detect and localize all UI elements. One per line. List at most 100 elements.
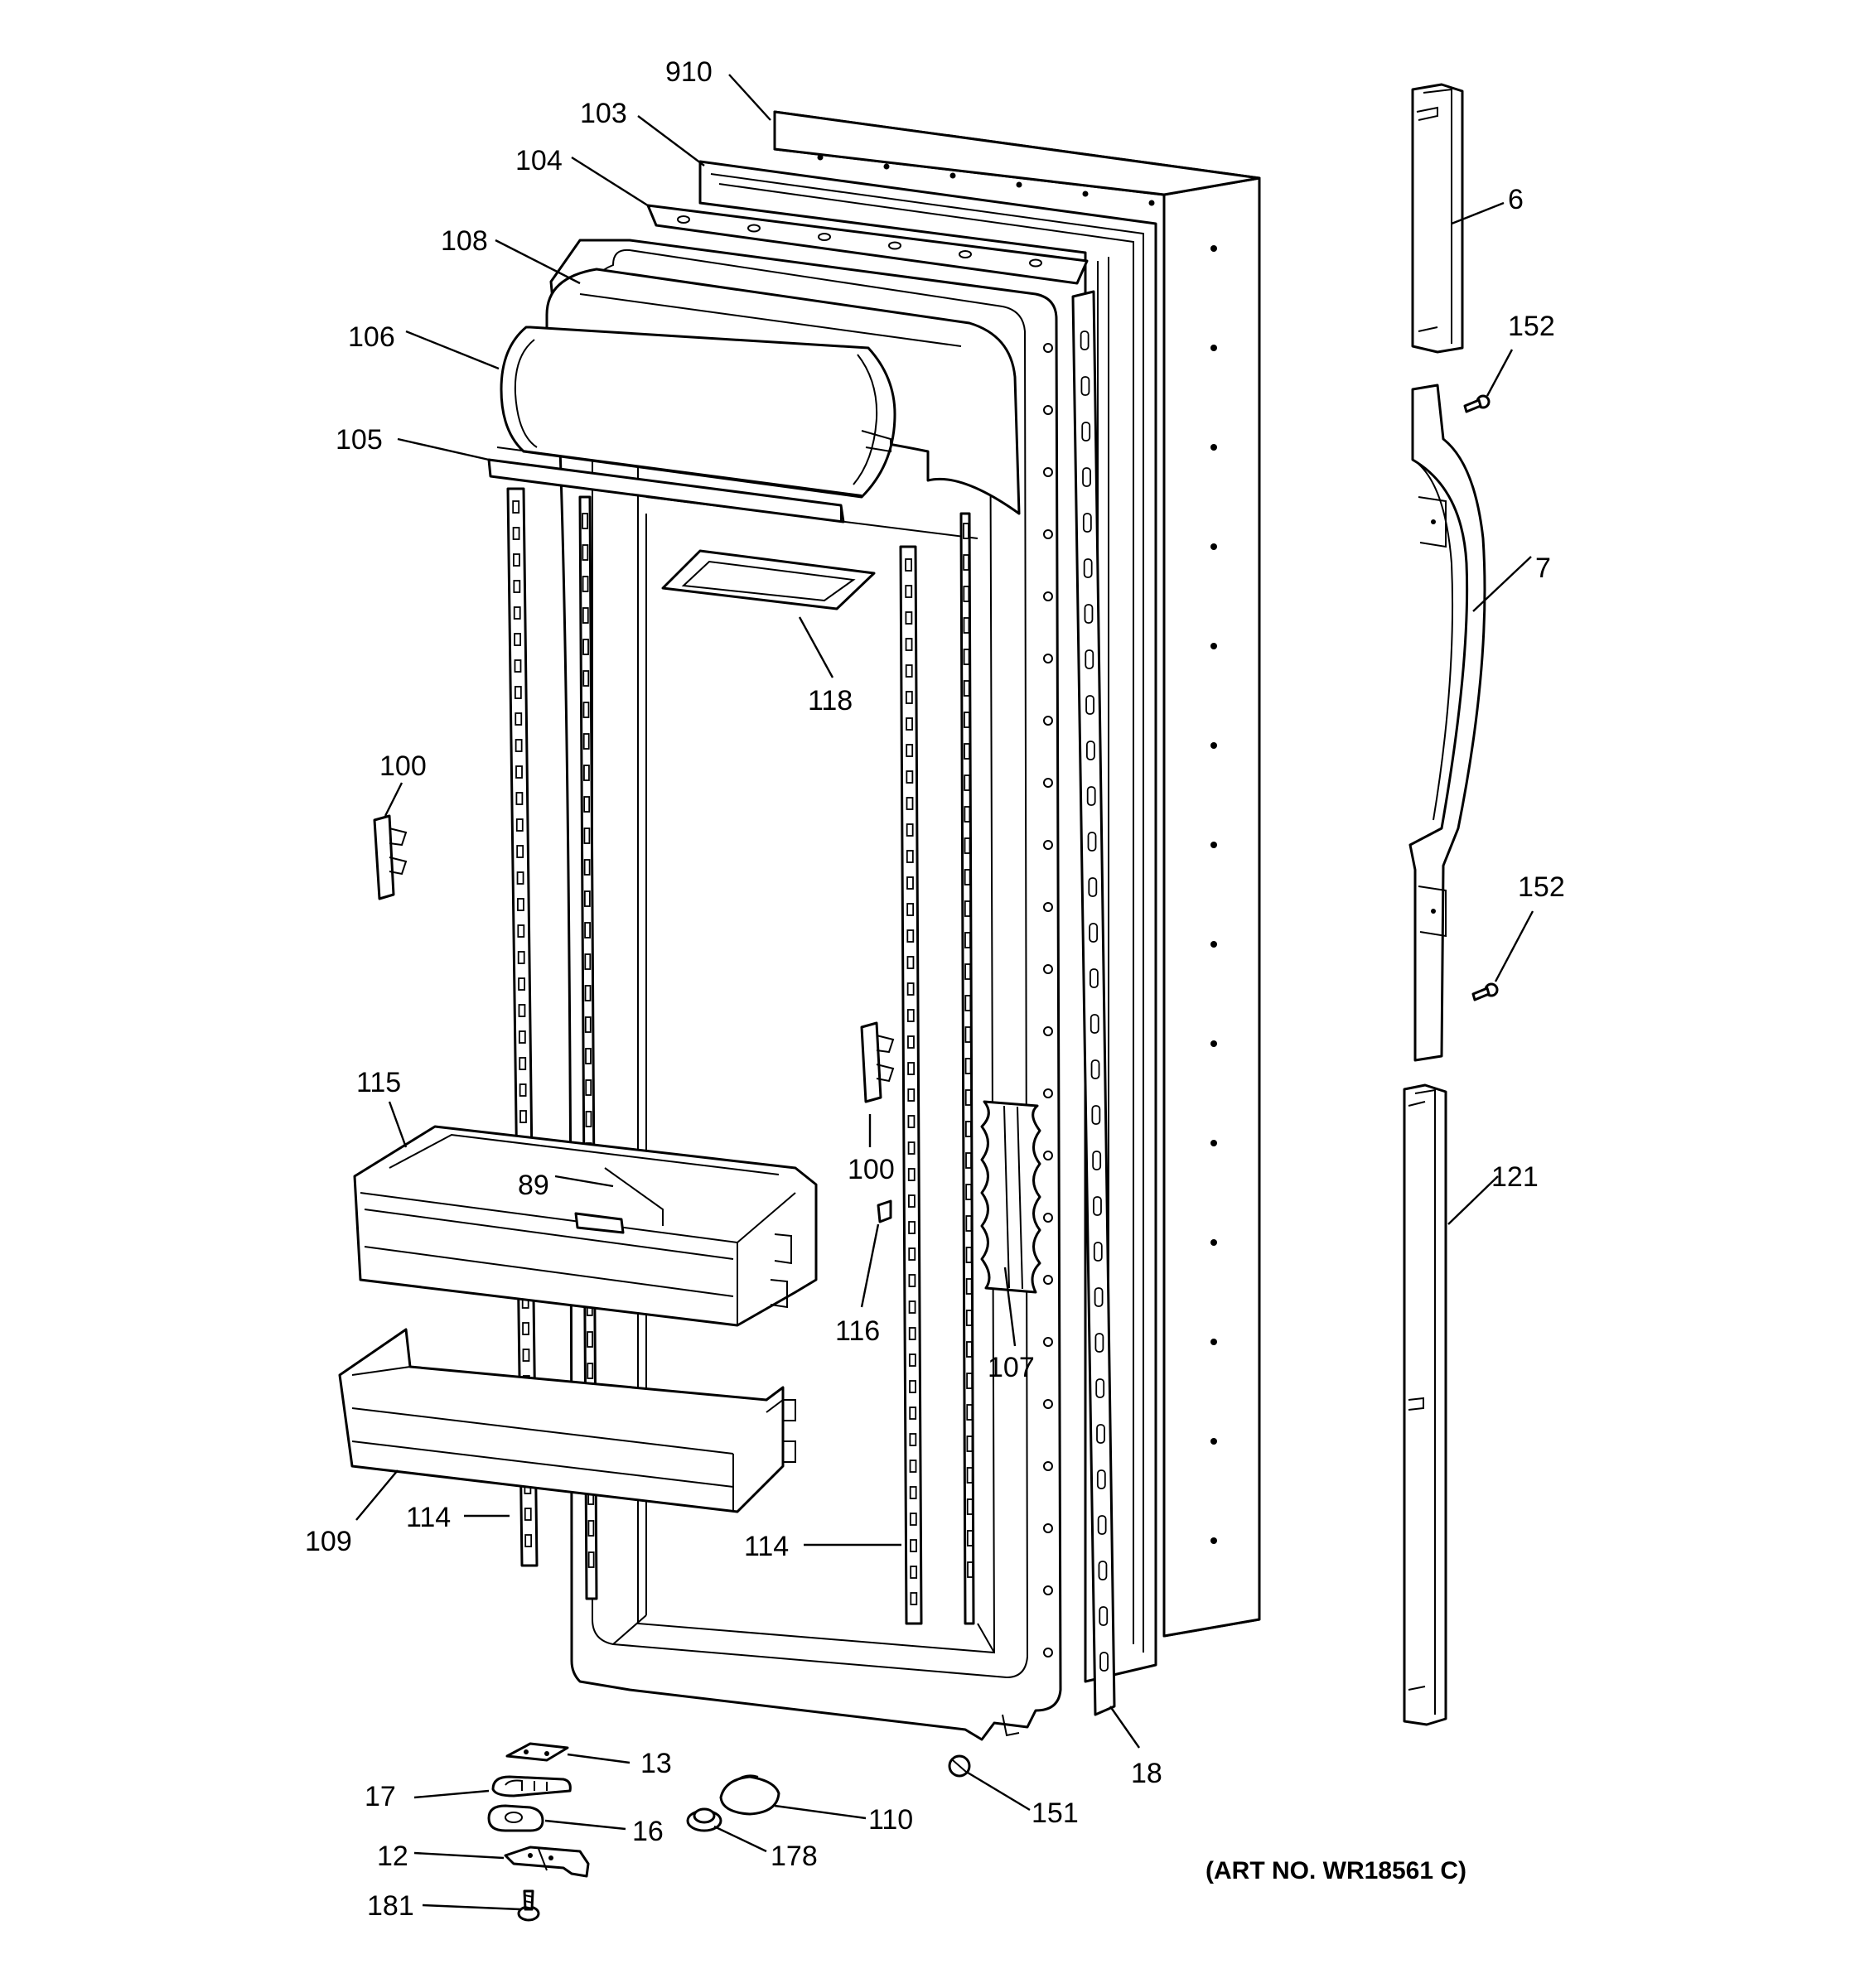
rail-slot: [964, 712, 970, 728]
panel-hole: [1148, 200, 1155, 206]
panel-hole: [1082, 191, 1089, 197]
callout-103: 103: [580, 98, 627, 129]
rail-slot: [966, 1498, 974, 1515]
panel-hole: [949, 172, 956, 179]
rail-slot: [585, 1048, 592, 1064]
screw-151: [948, 1754, 971, 1778]
dairy-door-trim: [487, 446, 862, 524]
liner-hole: [1043, 405, 1053, 415]
screw-181: [517, 1889, 540, 1922]
support-slot: [907, 1035, 915, 1049]
support-slot: [516, 871, 524, 885]
strip-slot: [1095, 1378, 1105, 1398]
callout-labels: 910 103 104 108 106 105 118 100 100 115 …: [305, 56, 1565, 1922]
support-slot: [513, 580, 521, 593]
rail-slot: [582, 607, 589, 624]
callout-13: 13: [640, 1748, 672, 1779]
strip-slot: [1091, 1105, 1101, 1125]
liner-hole: [1043, 1026, 1053, 1036]
rail-slot: [587, 1520, 595, 1537]
callout-105: 105: [336, 424, 383, 456]
support-slot: [515, 818, 524, 832]
callout-6: 6: [1508, 184, 1524, 215]
support-slot: [908, 1274, 916, 1287]
liner-cutaway: [980, 1100, 1041, 1294]
support-slot: [513, 553, 520, 567]
support-slot: [907, 1088, 916, 1102]
callout-12: 12: [377, 1841, 408, 1872]
rail-slot: [966, 1530, 974, 1546]
rail-slot: [582, 639, 589, 655]
callout-18: 18: [1131, 1758, 1162, 1789]
support-slot: [906, 717, 913, 731]
callout-152-upper: 152: [1508, 311, 1555, 342]
rail-slot: [965, 1247, 973, 1263]
panel-hole: [1210, 742, 1217, 749]
rail-slot: [963, 649, 970, 665]
support-slot: [909, 1407, 917, 1420]
callout-114-right: 114: [744, 1531, 789, 1562]
liner-hole: [1043, 1088, 1053, 1098]
support-slot: [519, 1057, 527, 1070]
callout-100-right: 100: [848, 1154, 895, 1185]
callout-151: 151: [1032, 1797, 1079, 1829]
strip-hole: [959, 250, 972, 258]
rail-slot: [582, 513, 589, 529]
support-slot: [910, 1592, 918, 1605]
support-slot: [906, 850, 914, 863]
rail-slot: [584, 985, 592, 1001]
support-slot: [514, 686, 522, 699]
rail-slot: [583, 859, 591, 876]
support-slot: [905, 638, 913, 651]
panel-hole: [1210, 1537, 1217, 1544]
callout-121: 121: [1491, 1161, 1539, 1193]
support-slot: [909, 1513, 917, 1526]
support-slot: [518, 977, 525, 991]
rail-slot: [964, 900, 971, 917]
support-slot: [517, 898, 524, 911]
rail-slot: [966, 1436, 974, 1452]
callout-16: 16: [632, 1816, 664, 1847]
strip-slot: [1089, 923, 1099, 943]
rail-slot: [583, 796, 591, 813]
strip-slot: [1097, 1515, 1107, 1535]
rail-slot: [964, 806, 971, 823]
rail-slot: [582, 670, 590, 687]
rail-slot: [582, 544, 589, 561]
rail-slot: [582, 733, 590, 750]
support-slot: [513, 606, 521, 620]
strip-slot: [1088, 877, 1098, 897]
rail-slot: [964, 869, 971, 885]
support-slot: [519, 1083, 527, 1097]
handle-bottom-trim: [1403, 1083, 1447, 1726]
strip-slot: [1085, 695, 1094, 715]
support-slot: [906, 770, 914, 784]
door-handle: [1408, 384, 1486, 1062]
liner-hole: [1043, 1151, 1053, 1160]
support-slot: [909, 1380, 916, 1393]
panel-hole: [1210, 643, 1217, 649]
rail-slot: [584, 1016, 592, 1033]
side-breaker-strip: [1071, 290, 1116, 1716]
support-slot: [910, 1539, 917, 1552]
support-slot: [908, 1327, 916, 1340]
rail-slot: [582, 702, 590, 718]
liner-hole: [1043, 654, 1053, 663]
callout-17: 17: [365, 1781, 396, 1812]
support-slot: [516, 845, 524, 858]
support-slot: [515, 712, 523, 726]
rail-slot: [964, 743, 970, 760]
rail-slot: [965, 1215, 973, 1232]
callout-910: 910: [665, 56, 713, 88]
support-slot: [907, 1168, 916, 1181]
support-slot: [524, 1508, 532, 1521]
support-slot: [910, 1566, 918, 1579]
hinge-spacer-17: [491, 1775, 572, 1797]
support-slot: [905, 611, 913, 625]
strip-slot: [1099, 1652, 1109, 1672]
support-slot: [908, 1353, 916, 1367]
strip-slot: [1096, 1469, 1106, 1489]
strip-slot: [1080, 331, 1090, 350]
panel-hole: [817, 154, 824, 161]
